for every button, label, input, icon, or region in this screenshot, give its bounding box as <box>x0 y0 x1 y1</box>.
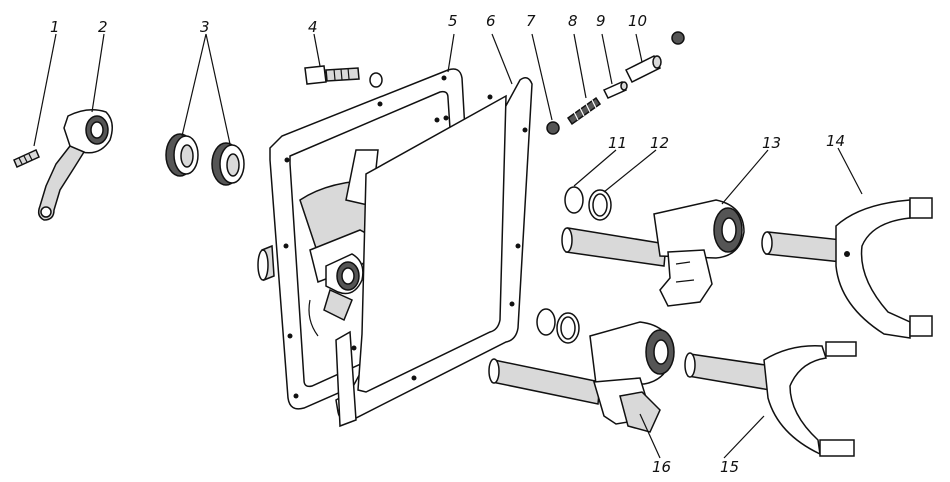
part-3-seals <box>165 133 245 186</box>
callout-14: 14 <box>826 132 845 150</box>
callout-6: 6 <box>486 12 496 30</box>
part-16-lever-rod <box>488 321 675 433</box>
callout-9: 9 <box>596 12 606 30</box>
part-2-lever <box>37 109 113 221</box>
callout-1: 1 <box>50 18 60 36</box>
callout-labels: 1 2 3 4 5 6 7 8 9 10 11 12 13 14 15 16 <box>50 12 845 476</box>
callout-5: 5 <box>448 12 458 30</box>
callout-8: 8 <box>568 12 578 30</box>
part-10-sleeve <box>624 31 685 84</box>
callout-7: 7 <box>526 12 536 30</box>
part-11-12-rings <box>536 186 612 344</box>
part-8-spring <box>566 96 602 126</box>
part-6-gasket <box>335 77 533 428</box>
callout-16: 16 <box>652 458 671 476</box>
part-4-bolt <box>304 65 383 88</box>
callout-10: 10 <box>628 12 647 30</box>
callout-11: 11 <box>608 134 627 152</box>
part-15-fork-rod <box>684 341 857 457</box>
callout-12: 12 <box>650 134 669 152</box>
part-7-ball <box>546 121 560 135</box>
part-13-selector-rod <box>561 199 745 307</box>
part-1-stud <box>13 149 40 168</box>
part-9-pin <box>602 81 628 99</box>
callout-13: 13 <box>762 134 781 152</box>
callout-3: 3 <box>200 18 210 36</box>
leader-lines <box>33 33 863 459</box>
callout-15: 15 <box>720 458 739 476</box>
callout-4: 4 <box>308 18 318 36</box>
part-14-fork-rod <box>761 197 933 339</box>
callout-2: 2 <box>98 18 108 36</box>
